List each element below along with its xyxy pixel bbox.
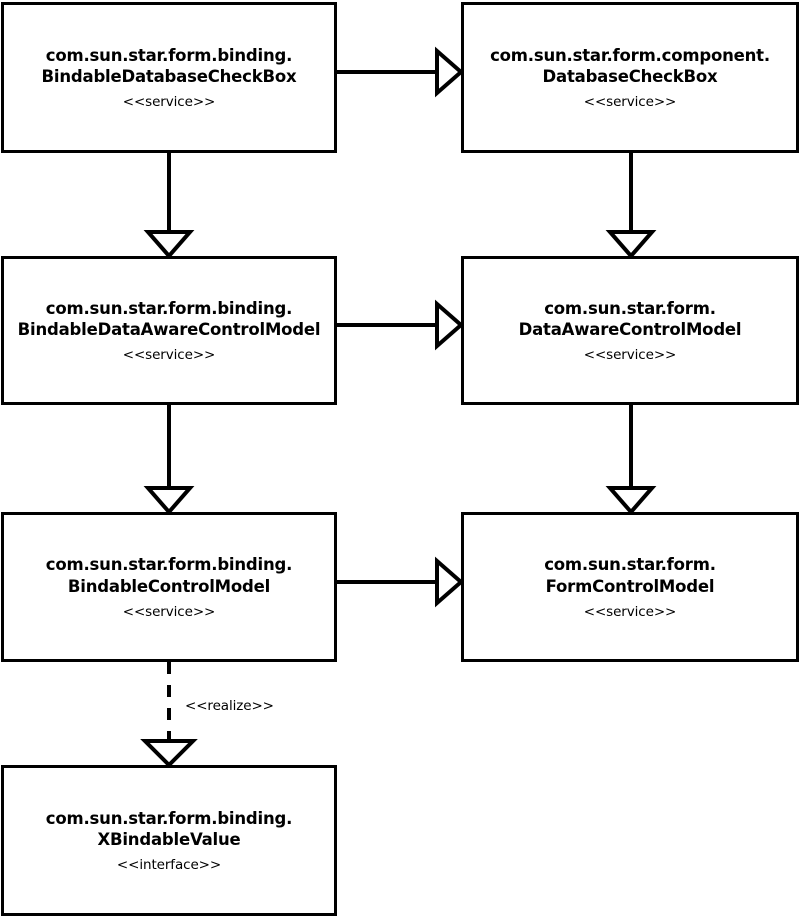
uml-node-bindable-data-aware-control-model[interactable]: com.sun.star.form.binding. BindableDataA…	[1, 256, 337, 405]
uml-node-data-aware-control-model[interactable]: com.sun.star.form. DataAwareControlModel…	[461, 256, 799, 405]
edge-dacm-to-fcm	[605, 405, 657, 516]
uml-node-bindable-database-checkbox[interactable]: com.sun.star.form.binding. BindableDatab…	[1, 2, 337, 153]
uml-node-stereotype: <<service>>	[122, 347, 216, 364]
edge-label-realize: <<realize>>	[185, 698, 274, 714]
edge-bdacm-to-bcm	[143, 405, 195, 516]
uml-node-form-control-model[interactable]: com.sun.star.form. FormControlModel <<se…	[461, 512, 799, 662]
edge-dcb-to-dacm	[605, 153, 657, 260]
uml-node-stereotype: <<service>>	[122, 603, 216, 620]
uml-node-stereotype: <<service>>	[122, 94, 216, 111]
uml-node-name: com.sun.star.form.binding. BindableDatab…	[41, 45, 297, 86]
uml-node-bindable-control-model[interactable]: com.sun.star.form.binding. BindableContr…	[1, 512, 337, 662]
uml-node-stereotype: <<service>>	[583, 603, 677, 620]
uml-node-x-bindable-value[interactable]: com.sun.star.form.binding. XBindableValu…	[1, 765, 337, 916]
uml-node-stereotype: <<service>>	[583, 94, 677, 111]
uml-node-name: com.sun.star.form. DataAwareControlModel	[518, 298, 742, 339]
uml-node-name: com.sun.star.form.binding. BindableDataA…	[17, 298, 321, 339]
uml-node-database-checkbox[interactable]: com.sun.star.form.component. DatabaseChe…	[461, 2, 799, 153]
uml-node-name: com.sun.star.form.binding. BindableContr…	[45, 555, 293, 596]
uml-node-name: com.sun.star.form. FormControlModel	[544, 555, 716, 596]
uml-node-name: com.sun.star.form.binding. XBindableValu…	[45, 808, 293, 849]
edge-bdcb-to-bdacm	[143, 153, 195, 260]
uml-node-name: com.sun.star.form.component. DatabaseChe…	[490, 45, 770, 86]
uml-node-stereotype: <<interface>>	[116, 857, 222, 874]
uml-node-stereotype: <<service>>	[583, 347, 677, 364]
